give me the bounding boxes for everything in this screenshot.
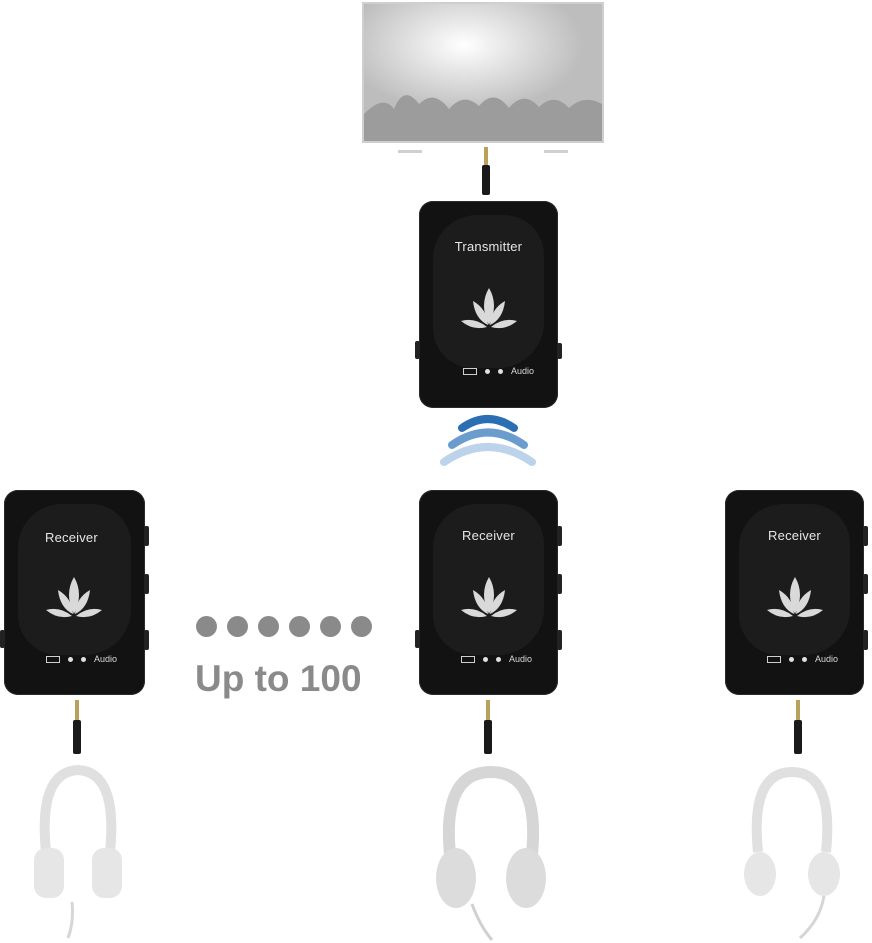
dot (351, 616, 372, 637)
audio-jack-icon (794, 700, 802, 754)
wireless-signal-icon (440, 415, 536, 466)
pair-button (415, 341, 420, 359)
receiver-count-caption: Up to 100 (195, 658, 362, 699)
audio-led (496, 656, 501, 662)
pair-button (415, 630, 420, 648)
lotus-logo-icon (46, 577, 102, 618)
receiver-indicators: Audio (461, 654, 532, 664)
battery-icon (463, 367, 477, 375)
receiver-label: Receiver (462, 528, 515, 543)
lotus-logo-icon (461, 288, 517, 329)
volume-down-button (144, 574, 149, 594)
dot (196, 616, 217, 637)
status-led (485, 368, 490, 374)
volume-up-button (863, 526, 868, 546)
headphones-icon (436, 766, 546, 941)
receiver-device-2: Receiver Audio (415, 490, 562, 695)
power-switch (144, 630, 149, 650)
battery-icon (46, 655, 60, 663)
receiver-device-1: Receiver Audio (0, 490, 149, 695)
power-switch (863, 630, 868, 650)
status-led (789, 656, 794, 662)
lotus-logo-icon (767, 577, 823, 618)
pair-button (0, 630, 5, 648)
volume-down-button (557, 574, 562, 594)
tv-leg-right (544, 140, 568, 153)
audio-label: Audio (509, 654, 533, 664)
headphones-icon (34, 764, 122, 939)
battery-icon (767, 655, 781, 663)
volume-up-button (144, 526, 149, 546)
transmitter-label: Transmitter (454, 239, 523, 254)
headphones-icon (744, 766, 840, 940)
audio-led (498, 368, 503, 374)
audio-jack-icon (482, 147, 490, 195)
transmitter-device: Transmitter Audio (415, 201, 562, 408)
tv-concert-image (364, 4, 602, 141)
transmitter-indicators: Audio (463, 366, 534, 376)
receiver-label: Receiver (45, 530, 98, 545)
status-led (483, 656, 488, 662)
audio-jack-icon (484, 700, 492, 754)
tv-leg-left (398, 140, 422, 153)
audio-label: Audio (94, 654, 118, 664)
dot (289, 616, 310, 637)
side-button (557, 343, 562, 359)
audio-label: Audio (815, 654, 839, 664)
tv-screen (362, 2, 604, 143)
dot (320, 616, 341, 637)
power-switch (557, 630, 562, 650)
volume-up-button (557, 526, 562, 546)
ellipsis-dots (196, 616, 372, 637)
audio-label: Audio (511, 366, 535, 376)
receiver-label: Receiver (768, 528, 821, 543)
volume-down-button (863, 574, 868, 594)
dot (227, 616, 248, 637)
audio-led (802, 656, 807, 662)
receiver-indicators: Audio (767, 654, 838, 664)
battery-icon (461, 655, 475, 663)
status-led (68, 656, 73, 662)
receiver-indicators: Audio (46, 654, 117, 664)
audio-led (81, 656, 86, 662)
lotus-logo-icon (461, 577, 517, 618)
audio-jack-icon (73, 700, 81, 754)
receiver-device-3: Receiver Audio (725, 490, 868, 695)
dot (258, 616, 279, 637)
